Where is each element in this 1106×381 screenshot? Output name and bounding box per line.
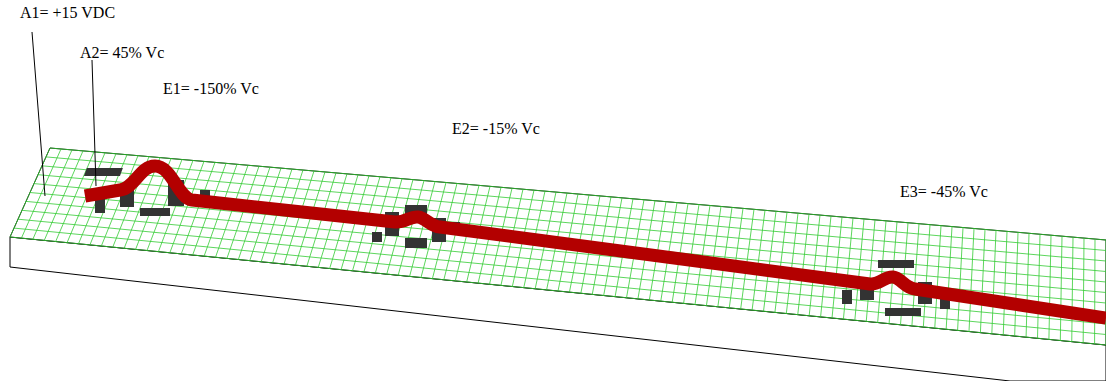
- mesh-grid: [10, 148, 1106, 345]
- mesh-line: [1094, 239, 1095, 344]
- mesh-line: [1015, 232, 1018, 336]
- plate-top-face: [10, 148, 1106, 345]
- leader-line: [92, 60, 96, 186]
- mesh-line: [752, 210, 765, 310]
- mesh-line: [1083, 238, 1085, 343]
- mesh-line: [809, 215, 820, 316]
- mesh-line: [1072, 237, 1073, 342]
- particle-beam: [85, 166, 1106, 318]
- voltage-label: E3= -45% Vc: [900, 183, 988, 201]
- mesh-line: [798, 214, 809, 315]
- mesh-line: [706, 206, 721, 305]
- mesh-line: [10, 148, 50, 237]
- mesh-line: [44, 151, 83, 241]
- mesh-line: [866, 220, 875, 322]
- mesh-line: [1026, 233, 1029, 337]
- voltage-label: A1= +15 VDC: [20, 4, 115, 22]
- mesh-line: [764, 211, 777, 311]
- mesh-line: [1060, 236, 1062, 340]
- mesh-line: [741, 209, 754, 309]
- mesh-line: [821, 216, 831, 317]
- voltage-label: A2= 45% Vc: [80, 44, 164, 62]
- mesh-line: [21, 149, 61, 238]
- mesh-line: [878, 221, 886, 323]
- voltage-label: E2= -15% Vc: [452, 120, 540, 138]
- mesh-line: [786, 213, 798, 313]
- mesh-line: [775, 212, 787, 312]
- mesh-line: [958, 228, 963, 331]
- mesh-line: [923, 225, 930, 327]
- mesh-line: [1038, 234, 1041, 338]
- mesh-line: [855, 219, 864, 320]
- mesh-line: [980, 229, 985, 332]
- mesh-line: [946, 227, 952, 330]
- voltage-label: E1= -150% Vc: [163, 80, 259, 98]
- leader-line: [32, 32, 45, 196]
- mesh-line: [992, 230, 996, 333]
- mesh-line: [1003, 231, 1007, 335]
- mesh-line: [969, 229, 974, 332]
- mesh-line: [729, 208, 743, 308]
- mesh-line: [935, 226, 941, 329]
- mesh-line: [718, 207, 732, 306]
- mesh-line: [832, 217, 842, 318]
- mesh-line: [1049, 235, 1051, 339]
- mesh-line: [33, 150, 72, 239]
